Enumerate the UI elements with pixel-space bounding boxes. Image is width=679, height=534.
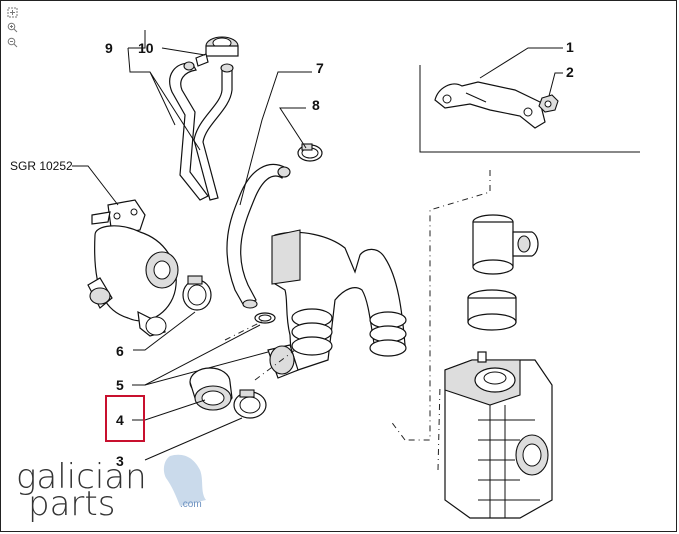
- galicianparts-logo: galician parts .com: [16, 454, 206, 524]
- logo-suffix: .com: [180, 499, 202, 510]
- intake-pipe[interactable]: [267, 229, 407, 379]
- callout-5[interactable]: 5: [116, 377, 124, 393]
- part-8-clamp[interactable]: [297, 143, 323, 162]
- leader-10: [161, 47, 206, 56]
- bracket-group-frame: [419, 65, 640, 153]
- leader-9: [127, 30, 201, 151]
- routing-line-lower: [437, 384, 441, 471]
- part-2-nut[interactable]: [538, 94, 559, 113]
- galicia-map-icon: [163, 454, 206, 506]
- logo-line-1: galician: [16, 457, 147, 497]
- part-3-clamp[interactable]: [233, 389, 267, 419]
- callout-9[interactable]: 9: [105, 40, 113, 56]
- zoom-in-icon[interactable]: [6, 21, 18, 33]
- logo-line-2: parts: [28, 484, 115, 524]
- turbocharger[interactable]: [87, 199, 179, 337]
- callout-sgr[interactable]: SGR 10252: [10, 159, 73, 173]
- leader-7: [239, 71, 312, 206]
- part-10-valve[interactable]: [195, 36, 239, 67]
- zoom-toolbar: [6, 6, 22, 48]
- callout-1[interactable]: 1: [566, 39, 574, 55]
- fit-icon[interactable]: [6, 6, 18, 18]
- leader-8: [279, 107, 307, 149]
- leader-2: [548, 72, 563, 97]
- leader-6: [133, 311, 196, 351]
- part-4-sleeve[interactable]: [189, 367, 233, 411]
- part-1-bracket[interactable]: [434, 81, 546, 129]
- callout-10[interactable]: 10: [138, 40, 154, 56]
- coupling-sleeve-right[interactable]: [467, 214, 539, 331]
- part-6-clamp[interactable]: [182, 275, 212, 311]
- leader-sgr: [72, 165, 119, 206]
- part-9-hoses[interactable]: [169, 61, 234, 201]
- callout-4[interactable]: 4: [116, 412, 124, 428]
- selected-callout-highlight: [105, 395, 145, 442]
- callout-8[interactable]: 8: [312, 97, 320, 113]
- callout-3[interactable]: 3: [116, 453, 124, 469]
- callout-6[interactable]: 6: [116, 343, 124, 359]
- callout-7[interactable]: 7: [316, 60, 324, 76]
- callout-2[interactable]: 2: [566, 64, 574, 80]
- leader-3: [144, 417, 243, 461]
- zoom-out-icon[interactable]: [6, 36, 18, 48]
- air-filter-box[interactable]: [444, 351, 553, 519]
- leader-1: [479, 47, 563, 79]
- leader-4: [132, 399, 206, 421]
- part-5-ring[interactable]: [254, 312, 276, 324]
